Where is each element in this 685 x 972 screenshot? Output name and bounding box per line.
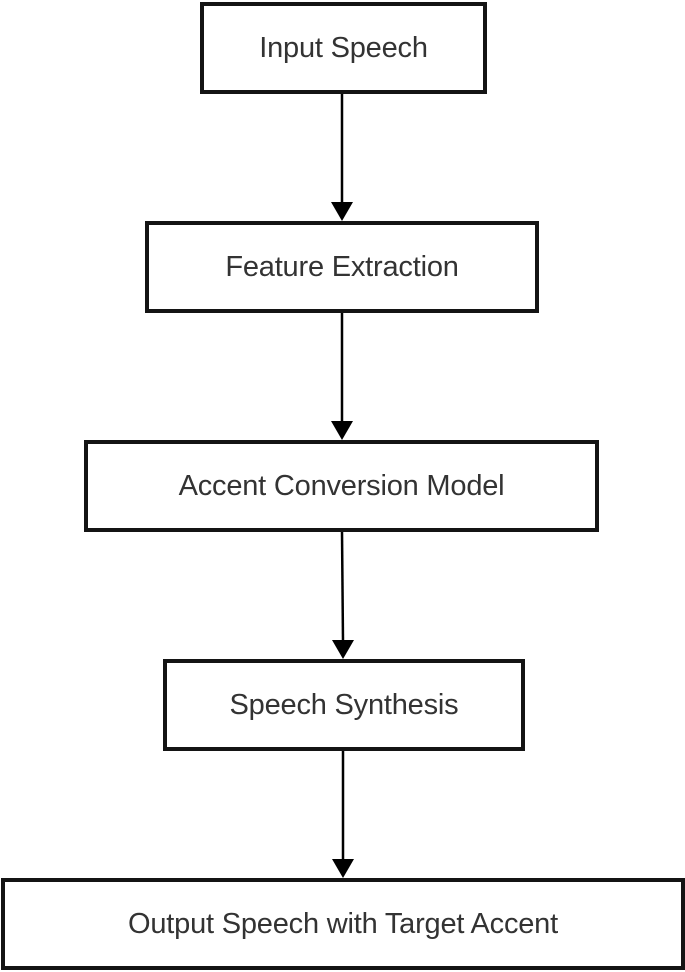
- edge-feature-to-conversion: [331, 313, 353, 440]
- arrowhead-icon: [331, 202, 353, 221]
- node-feature-extraction: Feature Extraction: [145, 221, 539, 313]
- node-label: Input Speech: [259, 31, 428, 64]
- node-label: Speech Synthesis: [229, 688, 459, 721]
- arrowhead-icon: [332, 859, 354, 878]
- node-output-speech: Output Speech with Target Accent: [1, 878, 685, 970]
- node-label: Accent Conversion Model: [178, 469, 505, 502]
- node-label: Output Speech with Target Accent: [128, 907, 558, 940]
- node-speech-synthesis: Speech Synthesis: [163, 659, 525, 751]
- edge-synthesis-to-output: [332, 751, 354, 878]
- edge-conversion-to-synthesis: [332, 531, 354, 659]
- edge-input-to-feature: [331, 94, 353, 221]
- node-label: Feature Extraction: [225, 250, 459, 283]
- node-accent-conversion-model: Accent Conversion Model: [84, 440, 599, 532]
- node-input-speech: Input Speech: [200, 2, 487, 94]
- arrowhead-icon: [331, 421, 353, 440]
- arrowhead-icon: [332, 640, 354, 659]
